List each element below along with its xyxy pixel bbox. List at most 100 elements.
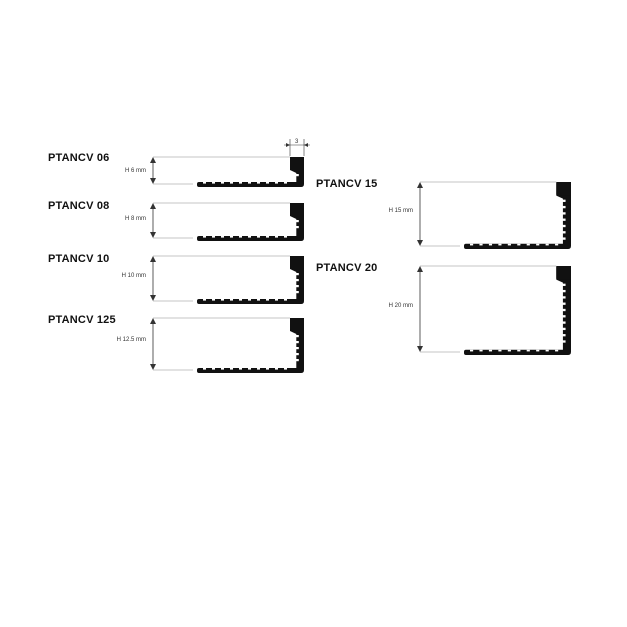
base-notch-ptancv-20-5 xyxy=(517,349,521,352)
wall-serration-ptancv-10-3 xyxy=(295,291,299,294)
base-notch-ptancv-08-6 xyxy=(257,236,260,238)
wall-serration-ptancv-15-5 xyxy=(562,231,566,234)
profile-head-ptancv-15 xyxy=(556,182,571,196)
base-notch-ptancv-08-2 xyxy=(221,236,224,238)
base-notch-ptancv-08-1 xyxy=(212,236,215,238)
wall-serration-ptancv-06-0 xyxy=(295,174,299,177)
title-ptancv-125: PTANCV 125 xyxy=(48,314,116,326)
profile-section-ptancv-20 xyxy=(464,266,571,355)
base-notch-ptancv-06-1 xyxy=(212,182,215,184)
base-notch-ptancv-10-6 xyxy=(257,299,260,301)
base-notch-ptancv-08-3 xyxy=(230,236,233,238)
wall-serration-ptancv-125-0 xyxy=(295,335,299,338)
width-arrow-right xyxy=(304,143,308,147)
base-notch-ptancv-125-1 xyxy=(212,368,215,370)
base-notch-ptancv-10-3 xyxy=(230,299,233,301)
height-label-ptancv-08: H 8 mm xyxy=(125,216,146,222)
arrow-head-down-ptancv-06 xyxy=(150,178,156,184)
base-notch-ptancv-06-3 xyxy=(230,182,233,184)
wall-serration-ptancv-08-1 xyxy=(295,226,299,229)
wall-serration-ptancv-10-2 xyxy=(295,285,299,288)
base-notch-ptancv-06-9 xyxy=(284,182,287,184)
profile-head-ptancv-06 xyxy=(290,157,304,170)
base-notch-ptancv-15-5 xyxy=(517,243,521,246)
wall-serration-ptancv-125-4 xyxy=(295,359,299,362)
base-notch-ptancv-06-7 xyxy=(266,182,269,184)
base-notch-ptancv-06-4 xyxy=(239,182,242,184)
arrow-head-up-ptancv-10 xyxy=(150,256,156,262)
base-notch-ptancv-10-9 xyxy=(284,299,287,301)
wall-serration-ptancv-125-3 xyxy=(295,353,299,356)
arrow-head-down-ptancv-125 xyxy=(150,364,156,370)
base-notch-ptancv-15-3 xyxy=(498,243,502,246)
base-notch-ptancv-20-9 xyxy=(555,349,559,352)
title-ptancv-08: PTANCV 08 xyxy=(48,200,110,212)
wall-serration-ptancv-15-3 xyxy=(562,218,566,221)
base-notch-ptancv-15-6 xyxy=(526,243,530,246)
wall-serration-ptancv-20-3 xyxy=(562,302,566,305)
base-notch-ptancv-15-1 xyxy=(479,243,483,246)
profile-head-ptancv-08 xyxy=(290,203,304,216)
base-notch-ptancv-08-0 xyxy=(203,236,206,238)
arrow-head-up-ptancv-08 xyxy=(150,203,156,209)
base-notch-ptancv-125-0 xyxy=(203,368,206,370)
base-notch-ptancv-20-3 xyxy=(498,349,502,352)
wall-serration-ptancv-15-2 xyxy=(562,212,566,215)
wall-serration-ptancv-10-1 xyxy=(295,279,299,282)
base-notch-ptancv-125-9 xyxy=(284,368,287,370)
profile-head-ptancv-10 xyxy=(290,256,304,269)
wall-serration-ptancv-20-5 xyxy=(562,315,566,318)
base-notch-ptancv-08-4 xyxy=(239,236,242,238)
wall-serration-ptancv-125-1 xyxy=(295,341,299,344)
base-notch-ptancv-125-6 xyxy=(257,368,260,370)
base-notch-ptancv-125-8 xyxy=(275,368,278,370)
base-notch-ptancv-10-0 xyxy=(203,299,206,301)
width-dimension-label: 3 xyxy=(295,139,299,145)
wall-serration-ptancv-15-4 xyxy=(562,224,566,228)
height-label-ptancv-15: H 15 mm xyxy=(388,208,413,214)
arrow-head-down-ptancv-15 xyxy=(417,240,423,246)
wall-serration-ptancv-125-2 xyxy=(295,347,299,350)
base-notch-ptancv-06-6 xyxy=(257,182,260,184)
arrow-head-down-ptancv-10 xyxy=(150,295,156,301)
base-notch-ptancv-125-4 xyxy=(239,368,242,370)
base-notch-ptancv-15-0 xyxy=(470,243,474,246)
arrow-head-up-ptancv-125 xyxy=(150,318,156,324)
profile-head-ptancv-20 xyxy=(556,266,571,280)
arrow-head-up-ptancv-15 xyxy=(417,182,423,188)
arrow-head-up-ptancv-20 xyxy=(417,266,423,272)
base-notch-ptancv-08-7 xyxy=(266,236,269,238)
arrow-head-down-ptancv-20 xyxy=(417,346,423,352)
title-ptancv-06: PTANCV 06 xyxy=(48,152,110,164)
profile-section-ptancv-08 xyxy=(197,203,304,241)
base-notch-ptancv-06-0 xyxy=(203,182,206,184)
arrow-head-down-ptancv-08 xyxy=(150,232,156,238)
base-notch-ptancv-125-7 xyxy=(266,368,269,370)
base-notch-ptancv-06-8 xyxy=(275,182,278,184)
base-notch-ptancv-08-9 xyxy=(284,236,287,238)
base-notch-ptancv-20-2 xyxy=(488,349,493,352)
wall-serration-ptancv-15-6 xyxy=(562,237,566,240)
base-notch-ptancv-10-4 xyxy=(239,299,242,301)
wall-serration-ptancv-15-1 xyxy=(562,205,566,209)
wall-serration-ptancv-10-0 xyxy=(295,273,299,276)
title-ptancv-15: PTANCV 15 xyxy=(316,178,378,190)
base-notch-ptancv-15-7 xyxy=(536,243,540,246)
base-notch-ptancv-15-2 xyxy=(488,243,493,246)
wall-serration-ptancv-20-0 xyxy=(562,283,566,286)
base-notch-ptancv-20-7 xyxy=(536,349,540,352)
wall-serration-ptancv-20-6 xyxy=(562,321,566,324)
wall-serration-ptancv-20-1 xyxy=(562,289,566,293)
base-notch-ptancv-06-5 xyxy=(248,182,251,184)
profile-section-ptancv-125 xyxy=(197,318,304,373)
base-notch-ptancv-125-5 xyxy=(248,368,251,370)
width-arrow-left xyxy=(286,143,290,147)
title-ptancv-20: PTANCV 20 xyxy=(316,262,378,274)
height-label-ptancv-06: H 6 mm xyxy=(125,168,146,174)
base-notch-ptancv-20-0 xyxy=(470,349,474,352)
title-ptancv-10: PTANCV 10 xyxy=(48,253,110,265)
base-notch-ptancv-20-8 xyxy=(545,349,549,352)
base-notch-ptancv-20-6 xyxy=(526,349,530,352)
base-notch-ptancv-10-8 xyxy=(275,299,278,301)
